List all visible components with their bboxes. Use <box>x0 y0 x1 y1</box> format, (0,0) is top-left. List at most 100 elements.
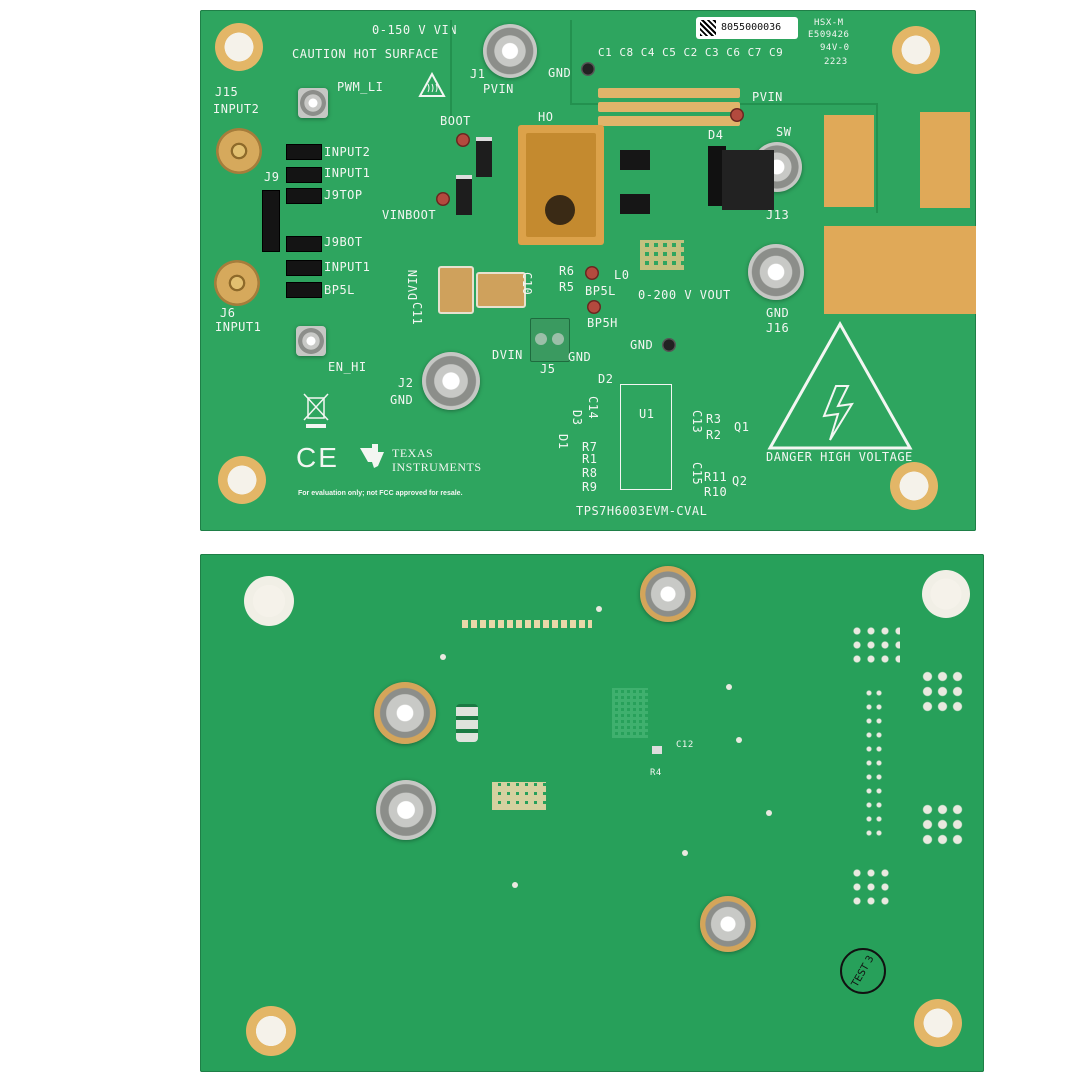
pvin-right-label: PVIN <box>752 90 783 104</box>
input2-jumper-header[interactable] <box>286 144 322 160</box>
test-stamp: TEST 3 <box>840 948 886 994</box>
date-code-label: 2223 <box>824 57 848 67</box>
j9top-jumper-header[interactable] <box>286 188 322 204</box>
j9bot-label: J9BOT <box>324 235 363 249</box>
r3-label: R3 <box>706 412 722 426</box>
via <box>596 606 602 612</box>
j2-rear-post[interactable] <box>374 682 436 744</box>
gnd-j16-label: GND <box>766 306 790 320</box>
copper-pad-lower <box>824 226 976 314</box>
ce-mark: CE <box>296 442 339 473</box>
texas-label: TEXAS <box>392 446 434 460</box>
j1-rear-post[interactable] <box>640 566 696 622</box>
via-grid-center <box>612 688 648 738</box>
r9-label: R9 <box>582 480 598 494</box>
via-column <box>864 686 884 836</box>
bp5l-jumper-header[interactable] <box>286 282 322 298</box>
qr-code-icon <box>700 20 716 36</box>
eval-notice: For evaluation only; not FCC approved fo… <box>298 490 463 497</box>
j9top-label: J9TOP <box>324 188 363 202</box>
serial-sticker: 8055000036 <box>696 17 798 39</box>
mounting-hole-top-right <box>922 570 970 618</box>
en-hi-testpoint[interactable] <box>296 326 326 356</box>
j5-terminal-block[interactable] <box>530 318 570 362</box>
bp5l-testpoint[interactable] <box>585 266 599 280</box>
j9bot-jumper-header[interactable] <box>286 236 322 252</box>
caps-row-inline: C1 C8 C4 C5 C2 C3 C6 C7 C9 <box>598 46 784 59</box>
danger-label: DANGER HIGH VOLTAGE <box>766 450 913 464</box>
via <box>766 810 772 816</box>
mosfet-high <box>620 150 650 170</box>
j16-terminal-post[interactable] <box>748 244 804 300</box>
sw-label: SW <box>776 125 792 139</box>
c10-label: C10 <box>520 272 534 296</box>
via-cluster-upper <box>850 624 900 664</box>
j9-pin-header[interactable] <box>262 190 280 252</box>
caps-row-text: C1 C8 C4 C5 C2 C3 C6 C7 C9 <box>598 46 783 59</box>
j1-terminal-post[interactable] <box>483 24 537 78</box>
copper-pad-upper-right <box>920 112 970 208</box>
gnd-j5-label: GND <box>568 350 592 364</box>
vin-label: 0-150 V VIN <box>372 23 457 37</box>
main-ic <box>518 125 604 245</box>
input1-jumper-header-2[interactable] <box>286 260 322 276</box>
pvin-label: PVIN <box>483 82 514 96</box>
via-grid-left <box>492 782 546 810</box>
via <box>512 882 518 888</box>
vinboot-testpoint[interactable] <box>436 192 450 206</box>
pwm-li-testpoint[interactable] <box>298 88 328 118</box>
en-hi-label: EN_HI <box>328 360 367 374</box>
gnd-mid-testpoint[interactable] <box>662 338 676 352</box>
j2-label: J2 <box>398 376 414 390</box>
c10-capacitor <box>476 272 526 308</box>
bp5h-testpoint[interactable] <box>587 300 601 314</box>
boot-testpoint[interactable] <box>456 133 470 147</box>
j13-connector-block <box>722 150 774 210</box>
c11-capacitor <box>438 266 474 314</box>
vinboot-label: VINBOOT <box>382 208 437 222</box>
j16-rear-post[interactable] <box>376 780 436 840</box>
c11-label: C11 <box>410 302 424 326</box>
j13-rear-post[interactable] <box>700 896 756 952</box>
mounting-hole-top-left <box>215 23 263 71</box>
rating-label: 94V-0 <box>820 43 850 53</box>
pcb-top-side: 0-150 V VIN CAUTION HOT SURFACE J1 PVIN … <box>200 10 976 531</box>
hot-surface-icon <box>418 72 446 97</box>
d1-label: D1 <box>556 434 570 450</box>
gnd-testpoint-j1[interactable] <box>581 62 595 76</box>
boot-diode <box>476 137 492 177</box>
input2-header-label: INPUT2 <box>324 145 371 159</box>
board-name: TPS7H6003EVM-CVAL <box>576 504 708 518</box>
pcb-bottom-side: C12 R4 TEST 3 <box>200 554 984 1072</box>
pvin-testpoint[interactable] <box>730 108 744 122</box>
weee-bin-icon <box>303 393 329 428</box>
trace-line <box>570 20 572 105</box>
gnd-j2-label: GND <box>390 393 414 407</box>
input1-header-label-2: INPUT1 <box>324 260 371 274</box>
via <box>682 850 688 856</box>
j15-sma-connector[interactable] <box>216 128 262 174</box>
ic-logo-icon <box>545 195 575 225</box>
mosfet-low <box>620 194 650 214</box>
c13-label: C13 <box>690 410 704 434</box>
input1-header-label: INPUT1 <box>324 166 371 180</box>
j2-terminal-post[interactable] <box>422 352 480 410</box>
bp5l-label: BP5L <box>585 284 616 298</box>
j6-sma-connector[interactable] <box>214 260 260 306</box>
via-grid <box>640 240 684 270</box>
j15-label: J15 <box>215 85 239 99</box>
d4-label: D4 <box>708 128 724 142</box>
r7-label: R7 <box>582 440 598 454</box>
trace-line <box>450 20 452 120</box>
capacitor-bank <box>598 88 740 128</box>
input2-connector-label: INPUT2 <box>213 102 260 116</box>
screw-icon <box>552 333 564 345</box>
input1-connector-label: INPUT1 <box>215 320 262 334</box>
c12-label: C12 <box>676 740 694 750</box>
u1-label: U1 <box>639 407 655 421</box>
q1-label: Q1 <box>734 420 750 434</box>
d4-diode <box>708 146 726 206</box>
e-number-label: E509426 <box>808 30 850 40</box>
vout-label: 0-200 V VOUT <box>638 288 731 302</box>
input1-jumper-header[interactable] <box>286 167 322 183</box>
